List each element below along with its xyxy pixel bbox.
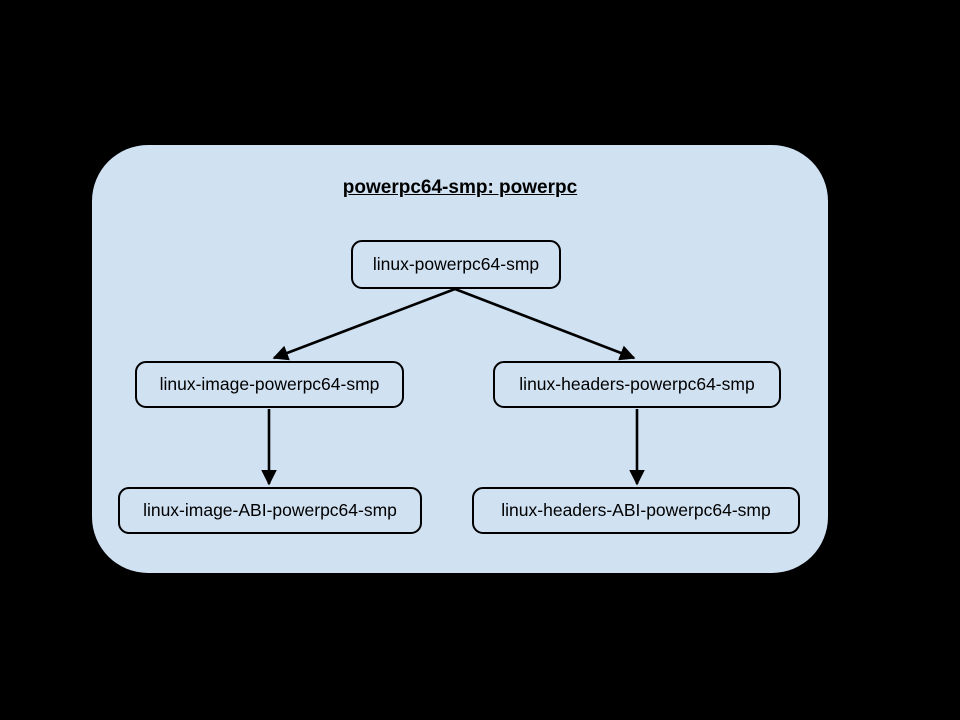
node-label: linux-image-ABI-powerpc64-smp <box>143 500 397 520</box>
node-label: linux-headers-powerpc64-smp <box>519 374 755 394</box>
cluster-title: powerpc64-smp: powerpc <box>342 177 578 198</box>
node-label: linux-powerpc64-smp <box>372 254 540 274</box>
node-label: linux-image-powerpc64-smp <box>159 374 380 394</box>
node-linux-headers-abi-powerpc64-smp[interactable]: linux-headers-ABI-powerpc64-smp <box>472 487 800 534</box>
node-label: linux-headers-ABI-powerpc64-smp <box>501 500 771 520</box>
node-linux-image-powerpc64-smp[interactable]: linux-image-powerpc64-smp <box>135 361 404 408</box>
node-linux-powerpc64-smp[interactable]: linux-powerpc64-smp <box>351 240 561 289</box>
node-linux-image-abi-powerpc64-smp[interactable]: linux-image-ABI-powerpc64-smp <box>118 487 422 534</box>
node-linux-headers-powerpc64-smp[interactable]: linux-headers-powerpc64-smp <box>493 361 781 408</box>
